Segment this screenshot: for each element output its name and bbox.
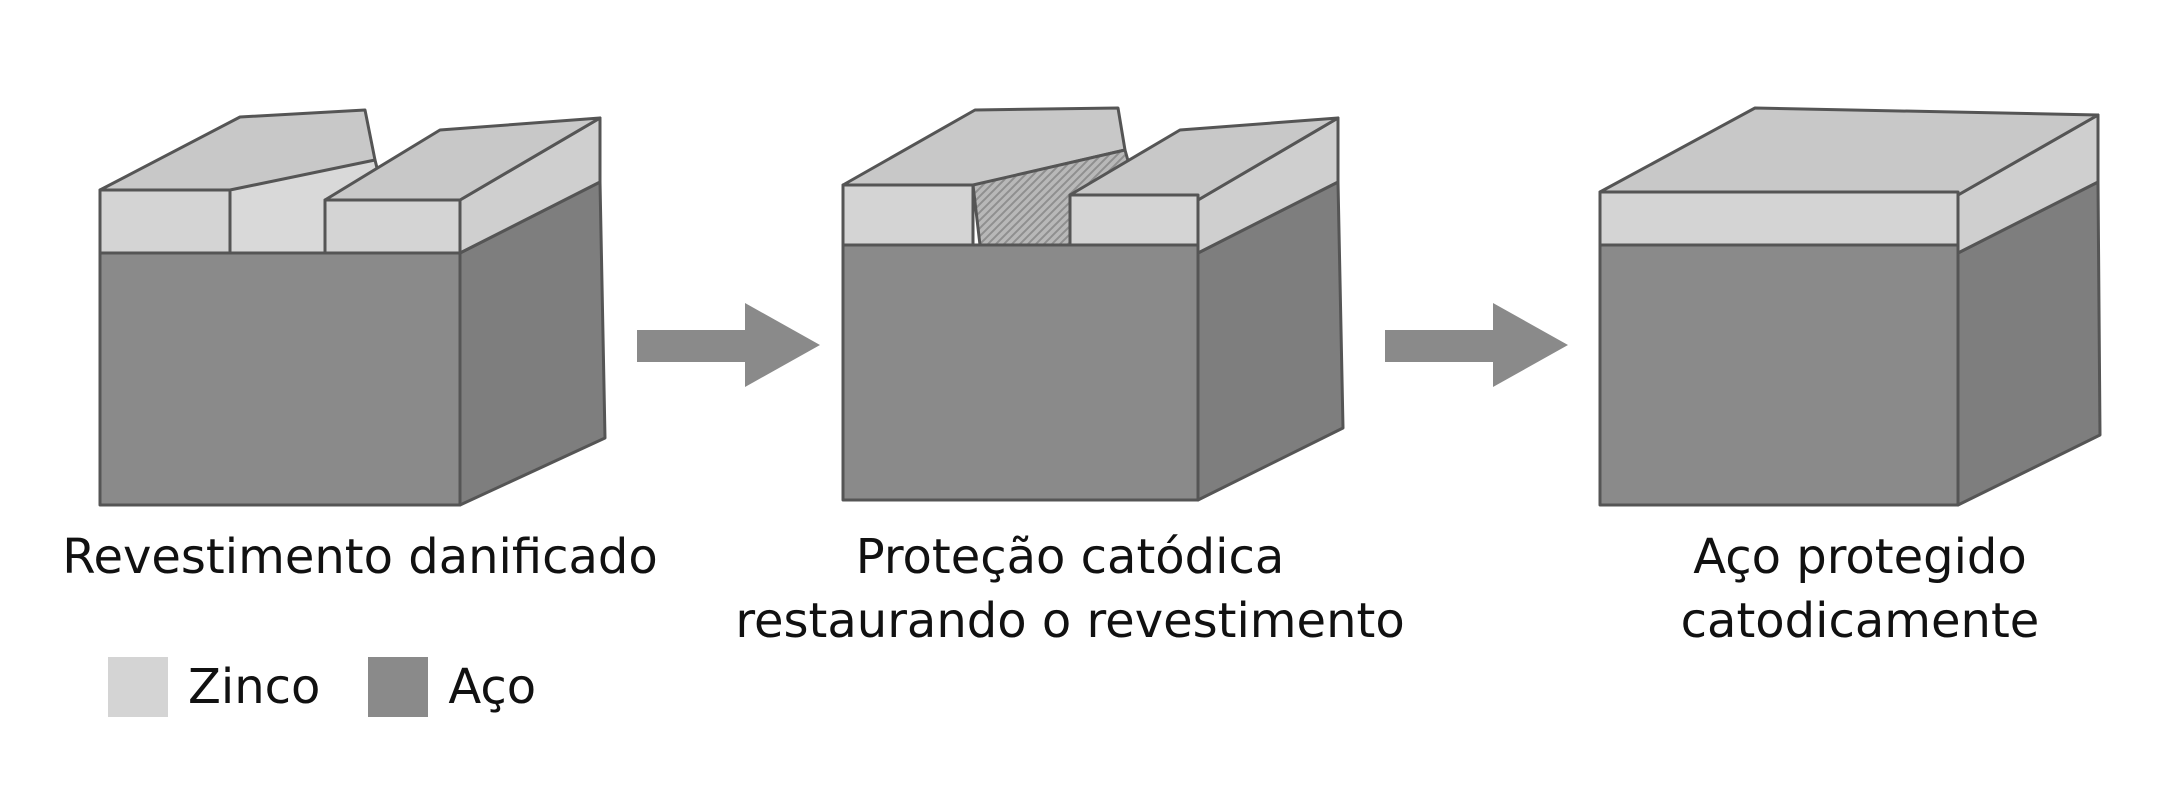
legend-swatch-zinc	[108, 657, 168, 717]
caption-line: Proteção catódica	[855, 529, 1285, 585]
legend-swatch-steel	[368, 657, 429, 717]
steel-front-face	[1598, 243, 1960, 507]
block-cathodic-restoring	[841, 106, 1345, 502]
zinc-left-front	[98, 188, 232, 255]
arrow-2	[1385, 303, 1568, 387]
block-damaged-coating	[98, 108, 607, 507]
caption-line: Aço protegido	[1693, 529, 2027, 585]
arrow-1	[637, 303, 820, 387]
steel-front-face	[841, 243, 1200, 502]
steel-front-face	[98, 251, 462, 507]
block-protected-steel	[1598, 106, 2102, 507]
legend-label-steel: Aço	[448, 659, 537, 715]
caption-stage-1: Revestimento danificado	[30, 525, 690, 589]
zinc-left-front	[841, 183, 975, 247]
caption-line: Revestimento danificado	[62, 529, 658, 585]
zinc-front-face	[1598, 190, 1960, 247]
legend: Zinco Aço	[108, 655, 584, 719]
caption-stage-3: Aço protegido catodicamente	[1560, 525, 2160, 653]
caption-line: restaurando o revestimento	[735, 593, 1405, 649]
zinc-right-front	[323, 198, 462, 255]
caption-line: catodicamente	[1680, 593, 2040, 649]
zinc-right-front	[1068, 193, 1200, 247]
caption-stage-2: Proteção catódica restaurando o revestim…	[720, 525, 1420, 653]
legend-label-zinc: Zinco	[188, 659, 321, 715]
